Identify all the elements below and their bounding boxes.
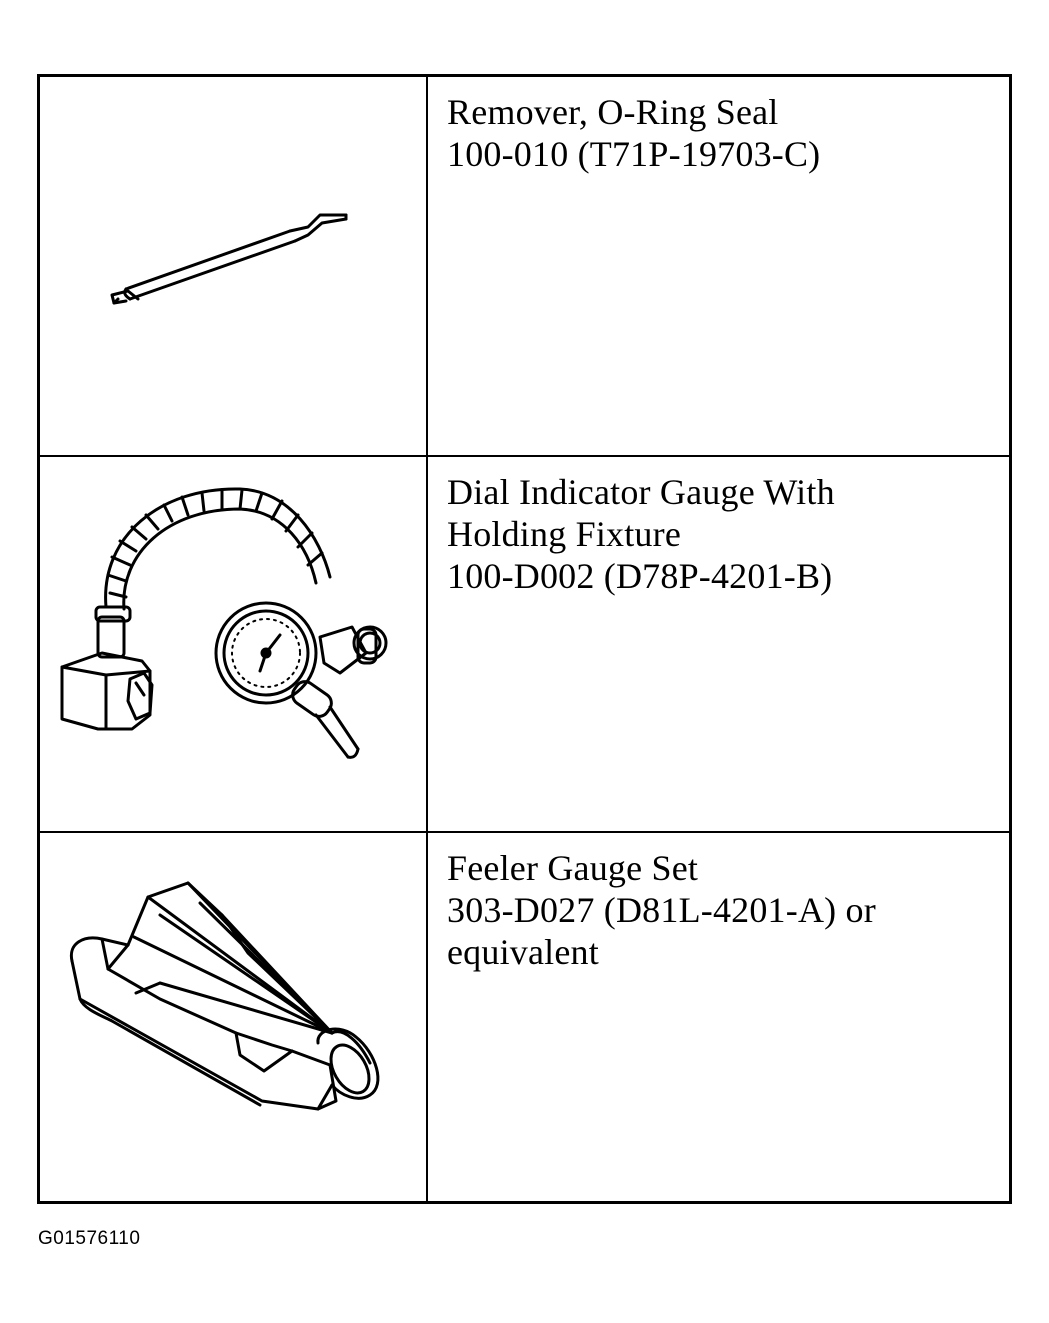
dial-indicator-gauge-icon [60,487,388,759]
special-tools-table: Remover, O-Ring Seal 100-010 (T71P-19703… [37,74,1012,1204]
description-cell: Feeler Gauge Set 303-D027 (D81L-4201-A) … [430,833,1009,1201]
tool-row-o-ring-remover: Remover, O-Ring Seal 100-010 (T71P-19703… [40,77,1009,455]
tool-part-number: 100-010 (T71P-19703-C) [447,134,821,174]
tool-part-number: 303-D027 (D81L-4201-A) or [447,890,876,930]
o-ring-remover-icon [110,213,348,305]
description-cell: Remover, O-Ring Seal 100-010 (T71P-19703… [430,77,1009,455]
tool-name: Remover, O-Ring Seal [447,92,779,132]
tool-row-dial-indicator: Dial Indicator Gauge With Holding Fixtur… [40,455,1009,831]
tool-note: equivalent [447,932,599,972]
tool-name: Feeler Gauge Set [447,848,699,888]
illustration-cell [40,833,428,1201]
tool-name-continued: Holding Fixture [447,514,681,554]
figure-id: G01576110 [38,1228,141,1249]
tool-part-number: 100-D002 (D78P-4201-B) [447,556,833,596]
feeler-gauge-set-icon [69,881,380,1111]
illustration-cell [40,77,428,455]
description-cell: Dial Indicator Gauge With Holding Fixtur… [430,457,1009,831]
tool-row-feeler-gauge: Feeler Gauge Set 303-D027 (D81L-4201-A) … [40,831,1009,1201]
tool-name: Dial Indicator Gauge With [447,472,835,512]
illustration-cell [40,457,428,831]
